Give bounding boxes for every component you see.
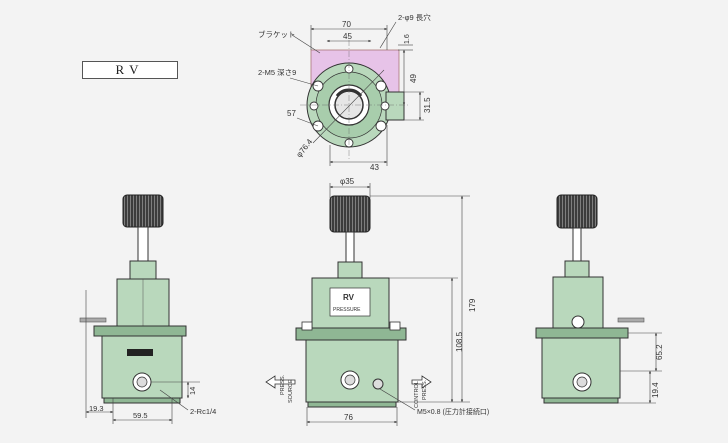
bracket-label: ブラケット bbox=[258, 29, 296, 39]
press-source-arrow-icon bbox=[265, 375, 296, 389]
gauge-port-label: M5×0.8 (圧力計接続口) bbox=[417, 407, 489, 416]
dim-31-5: 31.5 bbox=[423, 97, 432, 113]
control-press-label-2: PRESS. bbox=[422, 379, 428, 400]
plate-text: PRESSURE bbox=[333, 307, 361, 313]
dim-14: 14 bbox=[188, 387, 197, 395]
dim-19-3: 19.3 bbox=[89, 404, 104, 413]
bolt bbox=[375, 120, 387, 132]
model-label: RV bbox=[115, 62, 145, 77]
right-screw bbox=[571, 315, 585, 329]
gauge-port bbox=[372, 378, 384, 390]
press-source-label-2: SOURCE bbox=[288, 379, 294, 403]
front-nut bbox=[337, 261, 363, 279]
front-bolt-head bbox=[301, 321, 313, 331]
left-bracket bbox=[79, 317, 107, 323]
dim-19-4: 19.4 bbox=[651, 382, 660, 398]
dim-57: 57 bbox=[287, 109, 296, 118]
right-knob bbox=[556, 194, 598, 229]
press-source-label-1: PRESS. bbox=[280, 374, 286, 395]
dim-1-6: 1.6 bbox=[404, 34, 411, 44]
left-knob bbox=[122, 194, 164, 228]
right-stem bbox=[572, 227, 582, 262]
screw-label: 2-M5 深さ9 bbox=[258, 68, 296, 77]
front-knob bbox=[329, 195, 371, 233]
dim-76: 76 bbox=[344, 413, 353, 422]
right-nut bbox=[564, 260, 590, 278]
front-stem bbox=[345, 231, 355, 263]
right-bracket bbox=[617, 317, 645, 323]
plate-model: RV bbox=[343, 293, 355, 302]
left-band bbox=[127, 349, 153, 356]
dim-65-2: 65.2 bbox=[655, 344, 664, 360]
slot-label: 2-φ9 長穴 bbox=[398, 12, 431, 22]
left-nut bbox=[129, 260, 157, 280]
control-press-arrow-icon bbox=[411, 375, 432, 389]
dim-45: 45 bbox=[343, 32, 352, 41]
model-label-box: RV bbox=[82, 61, 178, 79]
right-flange bbox=[535, 327, 629, 339]
name-plate bbox=[329, 287, 371, 317]
dim-70: 70 bbox=[342, 20, 351, 29]
right-view: 65.2 19.4 bbox=[535, 194, 664, 404]
bolt bbox=[309, 101, 319, 111]
control-press-label-1: CONTROL bbox=[414, 381, 420, 408]
bolt bbox=[375, 80, 387, 92]
dim-108-5: 108.5 bbox=[455, 331, 464, 352]
dim-76-4: φ76.4 bbox=[294, 137, 314, 159]
dim-35: φ35 bbox=[340, 177, 355, 186]
left-flange bbox=[93, 325, 187, 337]
front-flange bbox=[295, 327, 407, 341]
top-view: 70 45 2-φ9 長穴 1.6 49 31.5 ブラケット 2-M5 深さ9… bbox=[258, 12, 432, 172]
left-stem bbox=[137, 226, 149, 262]
dim-49: 49 bbox=[409, 74, 418, 83]
left-view: 19.3 59.5 14 2-Rc1/4 bbox=[79, 194, 216, 424]
front-view: φ35 RV PRESSURE PRESS. SOURCE bbox=[265, 177, 489, 426]
bolt bbox=[380, 101, 390, 111]
dim-179: 179 bbox=[468, 298, 477, 312]
front-bolt-head bbox=[389, 321, 401, 331]
dim-59-5: 59.5 bbox=[133, 411, 148, 420]
port-label: 2-Rc1/4 bbox=[190, 407, 216, 416]
dim-43: 43 bbox=[370, 163, 379, 172]
